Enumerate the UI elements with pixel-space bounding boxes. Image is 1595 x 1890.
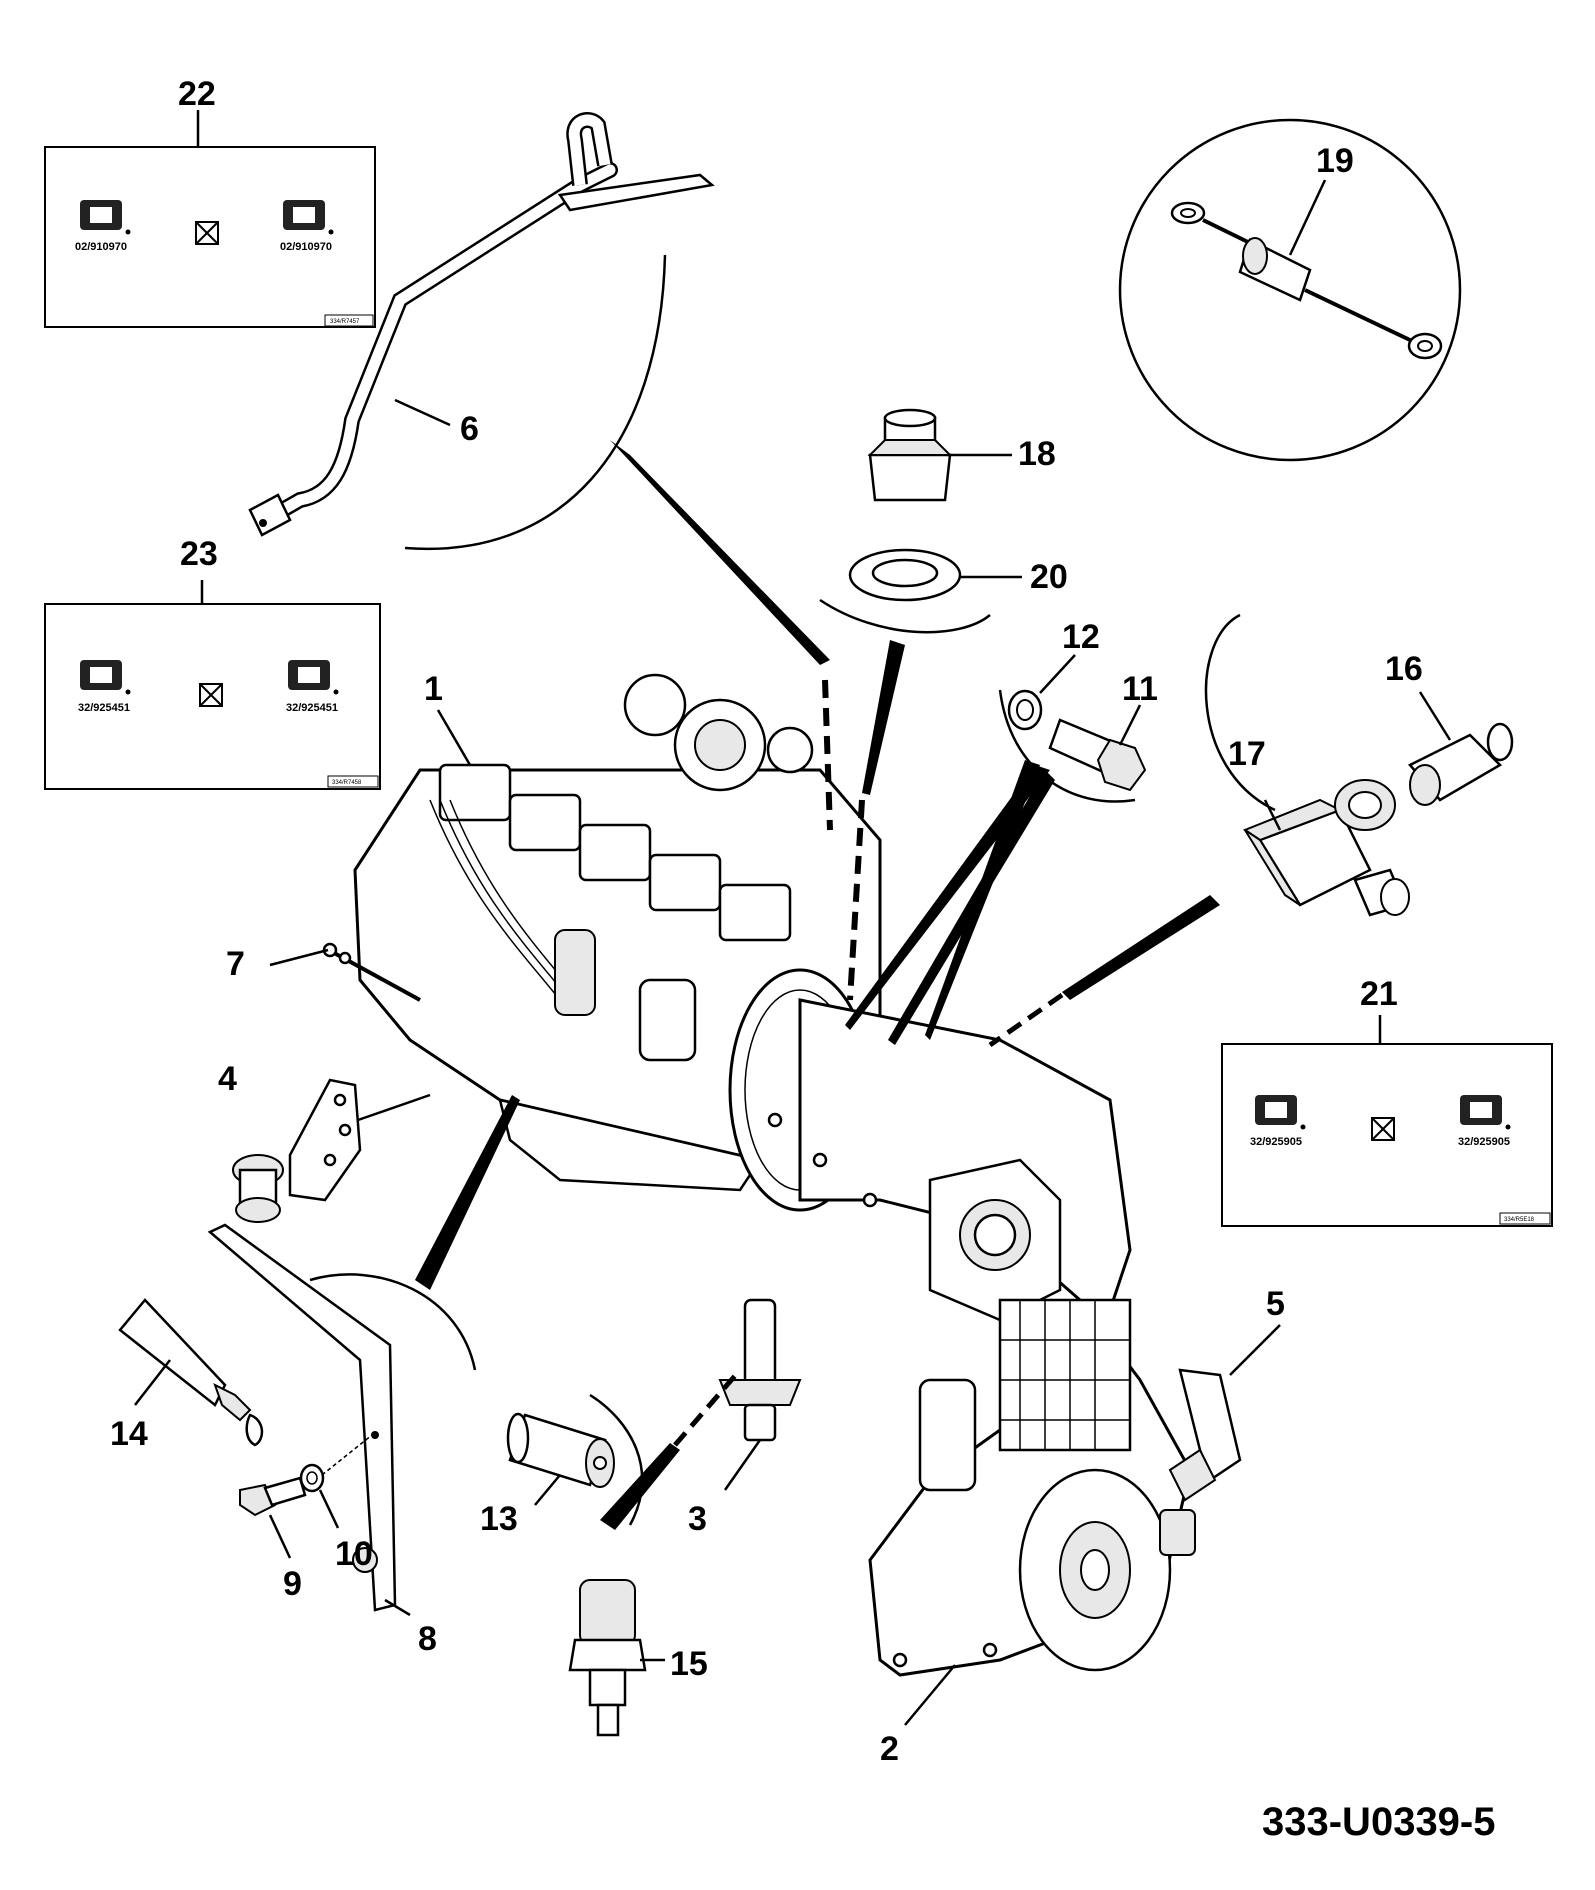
- detail-arc-16-17: [1204, 613, 1514, 917]
- kit-box-21: 32/925905 32/925905 334/R5E18: [1221, 1015, 1553, 1227]
- detail-circle-19: [1118, 118, 1462, 462]
- detail-arc-6: [248, 112, 715, 551]
- oil-pipe-part: [248, 112, 715, 537]
- callout-6: 6: [460, 410, 479, 448]
- kit-icon-left: [1255, 1095, 1306, 1130]
- engine-transmission-assembly: [353, 673, 1242, 1677]
- turbocharger: [623, 673, 814, 792]
- drawing-number: 333-U0339-5: [1262, 1800, 1496, 1844]
- callout-22: 22: [178, 75, 216, 113]
- kit-icon-right: [283, 200, 334, 235]
- kit-22-part-left: 02/910970: [75, 241, 127, 253]
- resistor-lead-part: [1170, 201, 1443, 360]
- leader-wedges: [415, 440, 1220, 1530]
- kit-23-ref: 334/R7458: [332, 780, 362, 786]
- callout-8: 8: [418, 1620, 437, 1658]
- callout-21: 21: [1360, 975, 1398, 1013]
- callout-14: 14: [110, 1415, 148, 1453]
- callout-13: 13: [480, 1500, 518, 1538]
- callout-3: 3: [688, 1500, 707, 1538]
- sealant-tube-14: [118, 1298, 264, 1447]
- callout-10: 10: [335, 1535, 373, 1573]
- callout-19: 19: [1316, 142, 1354, 180]
- callout-16: 16: [1385, 650, 1423, 688]
- engine-mount-4: [232, 1078, 431, 1223]
- kit-22-part-right: 02/910970: [280, 241, 332, 253]
- detail-arc-18-20: [819, 408, 1022, 634]
- kit-21-ref: 334/R5E18: [1504, 1217, 1535, 1223]
- washer-12: [1007, 689, 1043, 731]
- callout-4: 4: [218, 1060, 237, 1098]
- spacer-13: [506, 1412, 615, 1488]
- callout-9: 9: [283, 1565, 302, 1603]
- kit-icon-right: [288, 660, 339, 695]
- callout-2: 2: [880, 1730, 899, 1768]
- bolt-11: [1048, 718, 1147, 792]
- tee-fitting-17: [1242, 779, 1410, 917]
- washer-20: [848, 548, 962, 602]
- pressure-switch-15: [568, 1579, 665, 1737]
- brake-disc: [1018, 1468, 1172, 1672]
- bolt-9: [239, 1476, 307, 1517]
- kit-icon-left: [80, 200, 131, 235]
- callout-12: 12: [1062, 618, 1100, 656]
- kit-22-ref: 334/R7457: [330, 319, 360, 325]
- callout-17: 17: [1228, 735, 1266, 773]
- detail-arc-11-12: [998, 654, 1147, 803]
- detail-arc-13: [506, 1393, 644, 1526]
- callout-23: 23: [180, 535, 218, 573]
- no-stock-icon: [199, 683, 223, 707]
- valve-block-grid: [1000, 1300, 1130, 1450]
- sensor-3: [718, 1298, 802, 1491]
- dipstick-7: [322, 942, 421, 1002]
- callout-11: 11: [1122, 670, 1158, 708]
- callout-7: 7: [226, 945, 245, 983]
- callout-5: 5: [1266, 1285, 1285, 1323]
- no-stock-icon: [1371, 1117, 1395, 1141]
- kit-icon-right: [1460, 1095, 1511, 1130]
- callout-labels: 1 2 3 4 5 6 7 8 9 10 11 12 13 14 15 16 1…: [110, 75, 1423, 1768]
- kit-icon-left: [80, 660, 131, 695]
- callout-18: 18: [1018, 435, 1056, 473]
- kit-box-22: 02/910970 02/910970 334/R7457: [44, 110, 376, 328]
- washer-10: [299, 1434, 373, 1493]
- engine-valve-covers: [438, 763, 792, 942]
- kit-21-part-right: 32/925905: [1458, 1136, 1510, 1148]
- kit-box-23: 32/925451 32/925451 334/R7458: [44, 580, 381, 790]
- callout-1: 1: [424, 670, 443, 708]
- adapter-fitting-18: [867, 408, 953, 502]
- kit-21-part-left: 32/925905: [1250, 1136, 1302, 1148]
- kit-23-part-right: 32/925451: [286, 702, 338, 714]
- no-stock-icon: [195, 221, 219, 245]
- callout-20: 20: [1030, 558, 1068, 596]
- kit-23-part-left: 32/925451: [78, 702, 130, 714]
- callout-15: 15: [670, 1645, 708, 1683]
- connector-16: [1408, 722, 1514, 806]
